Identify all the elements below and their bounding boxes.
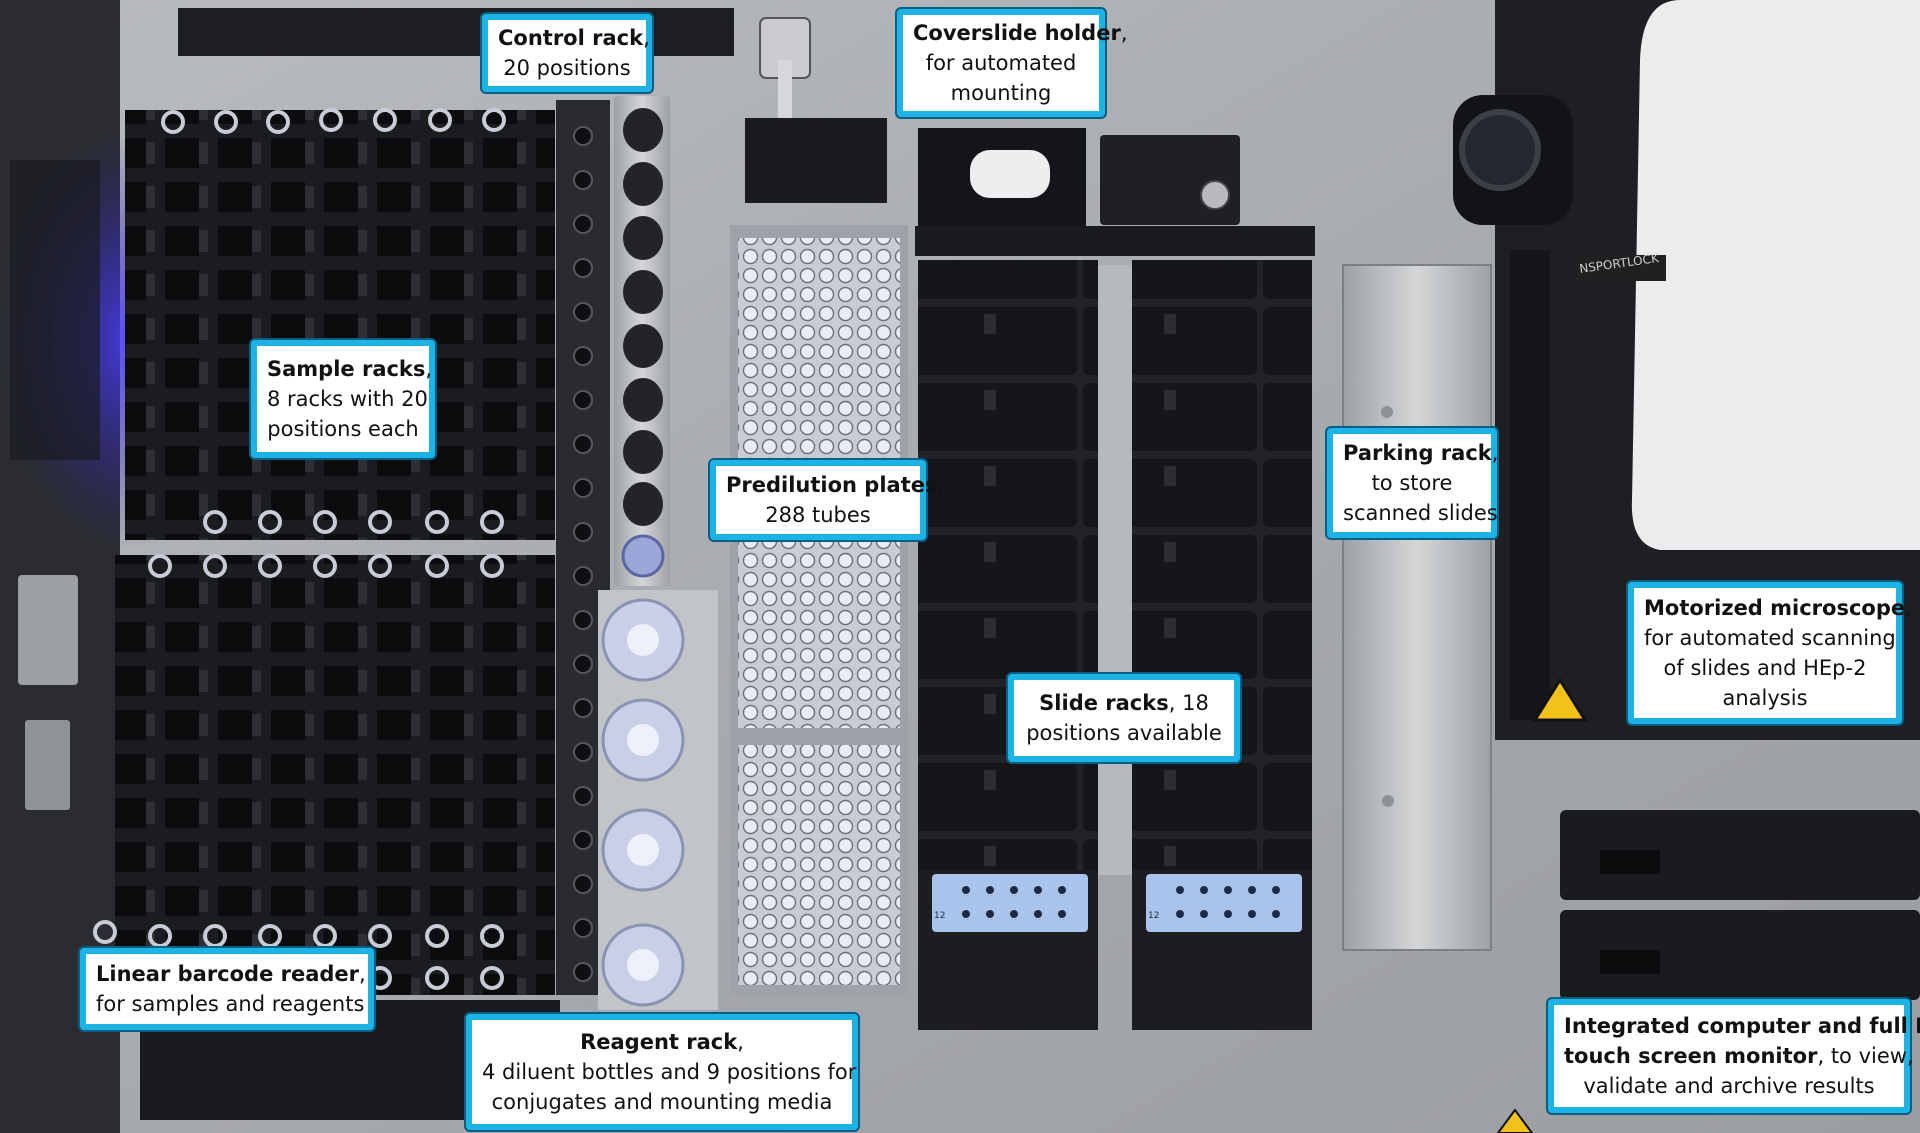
motorized-microscope-detail-1: for automated scanning [1644, 626, 1896, 650]
reagent-rack-detail-2: conjugates and mounting media [491, 1090, 833, 1114]
motorized-microscope-detail-3: analysis [1722, 686, 1808, 710]
reagent-rack-title-suffix: , [737, 1030, 744, 1054]
parking-rack-label: Parking rack, to store scanned slides [1327, 428, 1499, 538]
predilution-plates [730, 225, 908, 995]
coverslide-cover [1100, 135, 1240, 225]
control-rack-title: Control rack [498, 26, 644, 50]
predilution-plates-title-suffix: , [937, 473, 945, 497]
reagent-rack-label: Reagent rack, 4 diluent bottles and 9 po… [466, 1014, 858, 1130]
parking-rack [1342, 264, 1492, 951]
diluent-bottles [601, 598, 685, 1007]
motorized-microscope-title-suffix: , [1905, 596, 1912, 620]
white-enclosure [1631, 0, 1920, 550]
slide-racks-detail: positions available [1026, 721, 1222, 745]
coverslide-holder-detail-1: for automated [925, 51, 1077, 75]
control-rack-title-suffix: , [643, 26, 650, 50]
linear-barcode-reader-title-suffix: , [359, 962, 366, 986]
sample-racks-detail-2: positions each [267, 417, 419, 441]
slide-number-right: 12 [1148, 911, 1159, 921]
integrated-computer-title-2: touch screen monitor [1564, 1044, 1818, 1068]
reagent-rack-detail-1: 4 diluent bottles and 9 positions for [482, 1060, 857, 1084]
predilution-plates-label: Predilution plates, 288 tubes [710, 460, 944, 540]
parking-rack-title: Parking rack [1343, 441, 1492, 465]
slide-racks-title-suffix: , 18 [1168, 691, 1209, 715]
sample-racks-title: Sample racks [267, 357, 426, 381]
sample-racks [115, 110, 560, 1120]
parking-rack-detail-2: scanned slides [1343, 501, 1498, 525]
slide-number-left: 12 [934, 911, 945, 921]
bottom-warning-sign [1496, 1108, 1534, 1133]
parking-rack-detail-1: to store [1371, 471, 1453, 495]
warning-sign [1532, 677, 1588, 722]
predilution-plates-detail: 288 tubes [765, 503, 871, 527]
wash-station [745, 118, 887, 203]
predilution-plates-title: Predilution plates [726, 473, 938, 497]
slide-racks-label: Slide racks, 18 positions available [1008, 674, 1240, 762]
motorized-microscope-label: Motorized microscope, for automated scan… [1628, 582, 1912, 724]
linear-barcode-reader-title: Linear barcode reader [96, 962, 360, 986]
linear-barcode-reader-detail: for samples and reagents [96, 992, 365, 1016]
integrated-computer-title-suffix: , to view, [1817, 1044, 1914, 1068]
coverslide-holder-title: Coverslide holder [913, 21, 1121, 45]
sample-tube-rings [93, 108, 506, 990]
motorized-microscope-detail-2: of slides and HEp-2 [1663, 656, 1867, 680]
reagent-rack [598, 96, 718, 1010]
integrated-computer-detail: validate and archive results [1583, 1074, 1875, 1098]
control-rack-label: Control rack, 20 positions [482, 14, 652, 92]
integrated-computer-label: Integrated computer and full HD touch sc… [1548, 999, 1920, 1113]
slide-racks-title: Slide racks [1039, 691, 1169, 715]
computer-bays [1560, 810, 1920, 1000]
sample-racks-title-suffix: , [425, 357, 433, 381]
barcode-reader-housing [0, 830, 70, 1030]
parking-rack-title-suffix: , [1491, 441, 1499, 465]
reagent-rack-title: Reagent rack [580, 1030, 738, 1054]
coverslide-holder-title-suffix: , [1120, 21, 1128, 45]
control-rack-detail: 20 positions [503, 56, 631, 80]
sample-racks-detail-1: 8 racks with 20 [267, 387, 428, 411]
integrated-computer-title: Integrated computer and full HD [1564, 1014, 1920, 1038]
coverslide-holder-label: Coverslide holder, for automated mountin… [897, 9, 1128, 117]
linear-barcode-reader-label: Linear barcode reader, for samples and r… [80, 948, 374, 1030]
coverslide-holder-detail-2: mounting [950, 81, 1052, 105]
sample-racks-label: Sample racks, 8 racks with 20 positions … [251, 340, 435, 458]
motorized-microscope-title: Motorized microscope [1644, 596, 1906, 620]
slide-racks: 12 12 [915, 226, 1315, 1030]
